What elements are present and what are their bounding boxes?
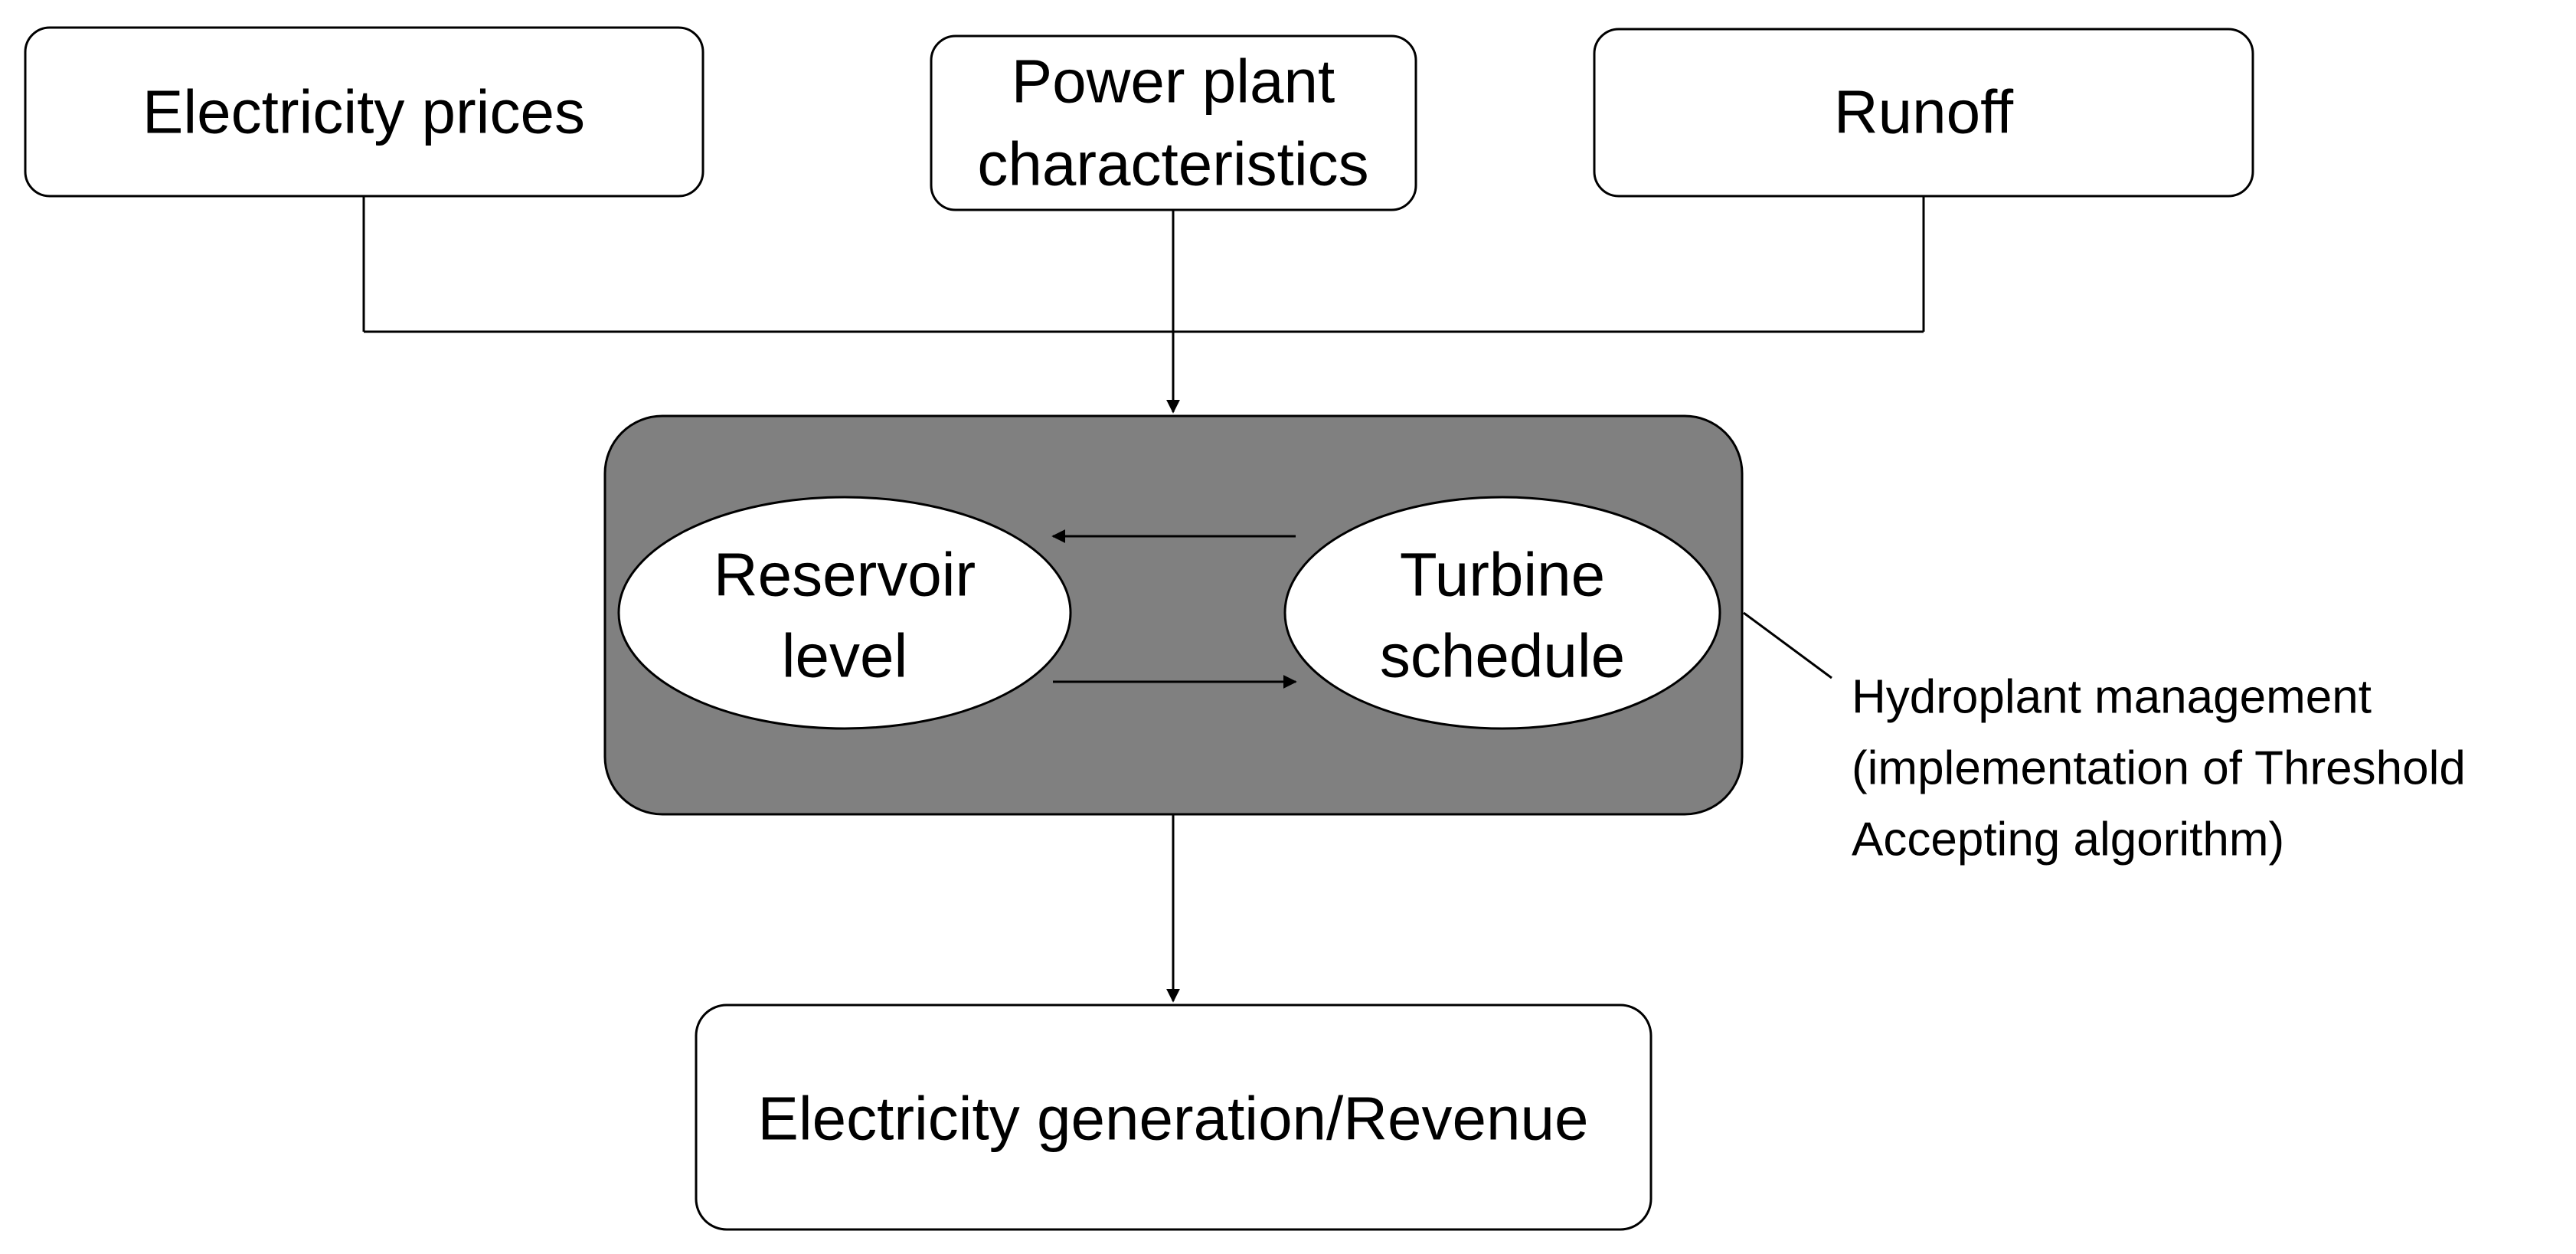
output-electricity-generation: Electricity generation/Revenue bbox=[695, 1004, 1652, 1231]
electricity-generation-box bbox=[695, 1004, 1652, 1231]
turbine-schedule-ellipse bbox=[1283, 496, 1721, 730]
input-electricity-prices: Electricity prices bbox=[24, 26, 704, 198]
turbine-label-line1: Turbine bbox=[1400, 541, 1605, 609]
note-leader-line bbox=[1743, 611, 1832, 679]
reservoir-label-line1: Reservoir bbox=[714, 541, 976, 609]
note-line2: (implementation of Threshold bbox=[1852, 742, 2466, 795]
reservoir-label-line2: level bbox=[782, 622, 908, 690]
electricity-generation-label: Electricity generation/Revenue bbox=[757, 1085, 1588, 1153]
electricity-prices-label: Electricity prices bbox=[142, 78, 585, 146]
note-line1: Hydroplant management bbox=[1852, 671, 2372, 724]
input-connectors bbox=[362, 196, 1925, 414]
power-plant-label-line1: Power plant bbox=[1012, 47, 1335, 116]
input-power-plant-characteristics: Power plant characteristics bbox=[930, 34, 1417, 211]
reservoir-level-ellipse bbox=[617, 496, 1072, 730]
turbine-label-line2: schedule bbox=[1380, 622, 1625, 690]
input-runoff: Runoff bbox=[1593, 28, 2254, 198]
note-line3: Accepting algorithm) bbox=[1852, 814, 2284, 866]
management-note: Hydroplant management (implementation of… bbox=[1743, 611, 2466, 866]
power-plant-label-line2: characteristics bbox=[977, 130, 1368, 198]
runoff-label: Runoff bbox=[1834, 78, 2014, 146]
hydroplant-management-block: Reservoir level Turbine schedule bbox=[603, 414, 1744, 816]
